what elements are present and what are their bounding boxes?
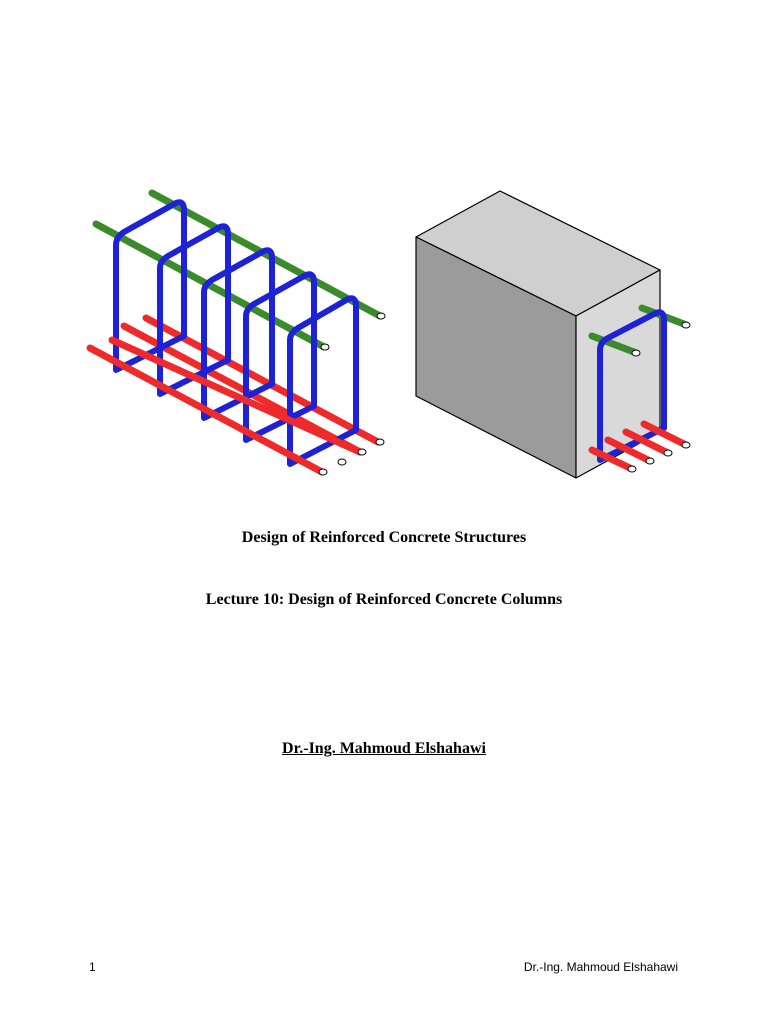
top-bar bbox=[92, 220, 328, 351]
section-stirrup bbox=[597, 309, 667, 463]
section-top-bar bbox=[588, 332, 638, 356]
stirrup bbox=[201, 247, 275, 421]
section-reinforcement bbox=[588, 304, 691, 473]
bar-end bbox=[681, 321, 691, 329]
bottom-bar bbox=[108, 336, 364, 456]
section-bottom-bar bbox=[604, 436, 652, 464]
document-title: Design of Reinforced Concrete Structures bbox=[241, 529, 527, 546]
bar-end bbox=[320, 343, 330, 351]
stirrup bbox=[113, 199, 187, 373]
bottom-bar bbox=[86, 344, 326, 476]
top-bar bbox=[148, 189, 384, 320]
bar-end bbox=[318, 468, 328, 476]
section-bottom-bar bbox=[622, 428, 670, 456]
bar-end bbox=[375, 438, 385, 446]
concrete-column-block bbox=[415, 190, 661, 479]
bar-end bbox=[627, 465, 637, 473]
footer-author: Dr.-Ing. Mahmoud Elshahawi bbox=[523, 960, 678, 974]
bar-end bbox=[631, 349, 641, 357]
reinforcement-cage bbox=[86, 189, 386, 476]
stirrup bbox=[243, 271, 317, 443]
bar-end bbox=[645, 457, 655, 465]
section-bottom-bar bbox=[640, 420, 688, 448]
bar-end bbox=[663, 449, 673, 457]
lecture-title: Lecture 10: Design of Reinforced Concret… bbox=[205, 591, 563, 608]
bar-end bbox=[357, 448, 367, 456]
author-name: Dr.-Ing. Mahmoud Elshahawi bbox=[0, 740, 768, 758]
bar-end bbox=[681, 441, 691, 449]
reinforcement-illustration bbox=[86, 189, 691, 479]
section-bottom-bar bbox=[588, 446, 634, 472]
bar-end bbox=[376, 312, 386, 320]
page-number: 1 bbox=[89, 960, 96, 974]
stirrup bbox=[157, 223, 231, 397]
author-name-text: Dr.-Ing. Mahmoud Elshahawi bbox=[282, 740, 486, 757]
stirrup bbox=[287, 295, 359, 467]
bar-end bbox=[337, 458, 347, 466]
